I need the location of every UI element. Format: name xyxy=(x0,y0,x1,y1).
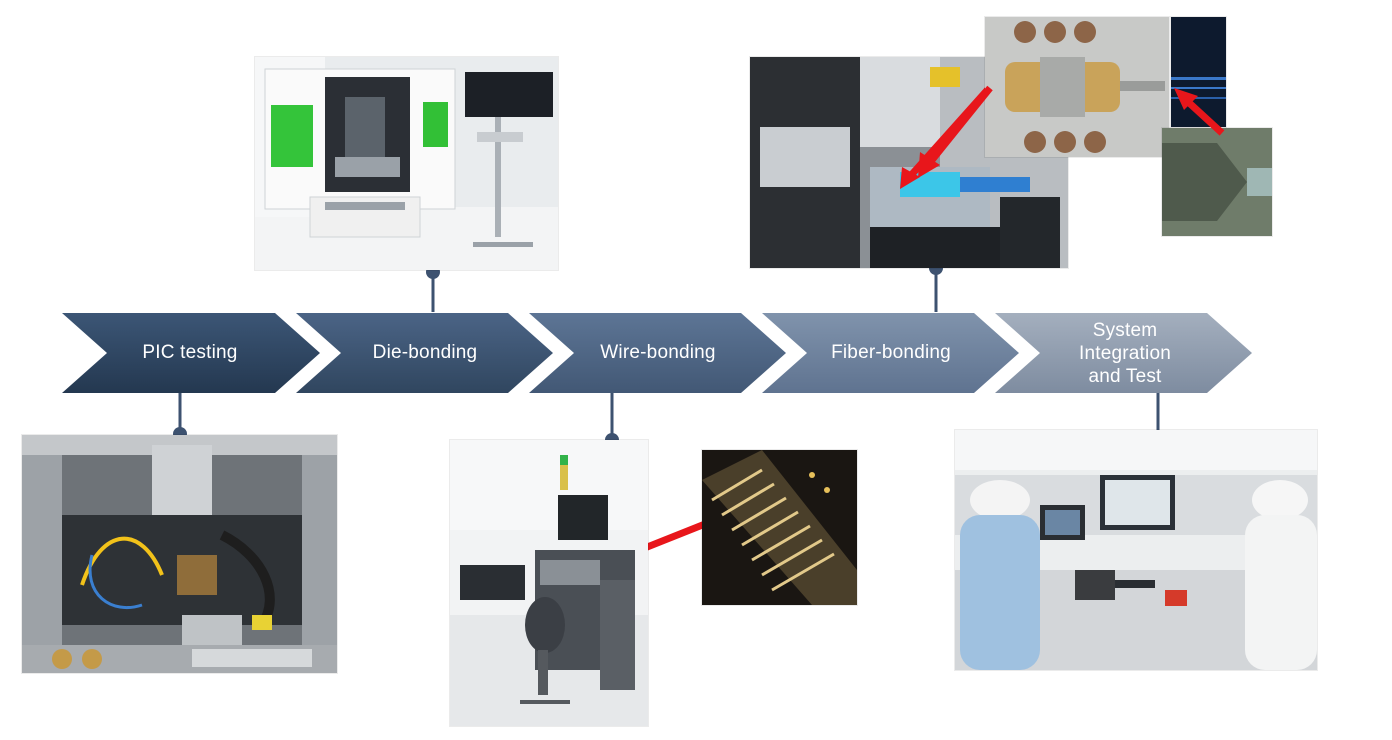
photo-wire-bonds-closeup xyxy=(702,450,857,605)
photo-wire-bonding-machine xyxy=(450,440,648,726)
chevron-pic-testing xyxy=(62,313,320,393)
photo-fiber-taper-closeup xyxy=(1162,128,1272,236)
chevron-fiber-bonding xyxy=(762,313,1019,393)
photo-fiber-ferrule-closeup xyxy=(985,17,1169,157)
photo-pic-testing-machine xyxy=(22,435,337,673)
photo-fiber-tip-closeup xyxy=(1171,17,1226,127)
chevron-die-bonding xyxy=(296,313,553,393)
chevron-system-integration xyxy=(995,313,1252,393)
photo-die-bonding-machine xyxy=(255,57,558,270)
chevron-wire-bonding xyxy=(529,313,786,393)
photo-system-test-lab xyxy=(955,430,1317,670)
